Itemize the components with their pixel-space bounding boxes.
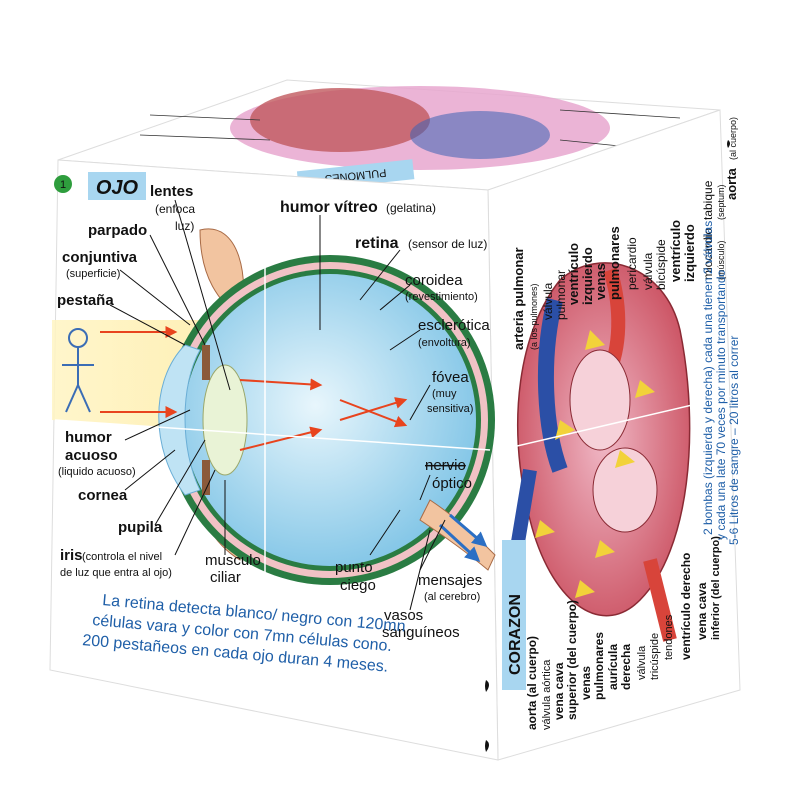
heart-label-bottom: derecha (619, 644, 633, 690)
heart-fact-line: 5-6 Litros de sangre – 20 litros al corr… (727, 336, 741, 545)
heart-label-top: (al cuerpo) (728, 117, 738, 160)
heart-label-bottom: venas (579, 666, 593, 700)
label-parpado: parpado (88, 222, 147, 239)
heart-label-top: (músculo) (716, 240, 726, 280)
heart-label-top: aorta (724, 167, 739, 200)
label-fovea-note: (muy (432, 388, 457, 400)
heart-label-bottom: pulmonares (592, 632, 606, 700)
label-esclerotica: esclerótica (418, 317, 490, 334)
label-humor-acuoso: humor (65, 429, 112, 446)
label-mensajes: mensajes (418, 572, 482, 589)
label-punto-ciego: punto (335, 559, 373, 576)
label-coroidea: coroidea (405, 272, 463, 289)
iris-shape (202, 345, 210, 380)
heart-title-box (502, 540, 526, 690)
heart-label-bottom: tendones (663, 614, 675, 660)
heart-face: arteria pulmonar (a los pulmones) válvul… (487, 109, 741, 761)
label-mensajes-note: (al cerebro) (424, 591, 480, 603)
eye-face: 1 OJO lentes (enfoca luz) parpado conjun… (49, 159, 499, 761)
label-humor-vitreo: humor vítreo (280, 199, 378, 216)
heart-label-top: pulmonares (607, 226, 622, 300)
heart-fact-line: 2 bombas (izquierda y derecha) cada una … (701, 221, 715, 535)
heart-label-top: izquierdo (682, 224, 697, 282)
heart-label-bottom: aurícula (606, 644, 620, 690)
label-iris: iris (60, 547, 83, 564)
light-rays (100, 326, 408, 451)
stick-figure (62, 328, 94, 413)
face-number: 1 (60, 179, 66, 191)
label-lentes-note: luz) (175, 219, 194, 233)
eye-title-box (88, 172, 146, 200)
cornea-shape (158, 344, 201, 496)
label-conjuntiva-note: (superficie) (66, 268, 120, 280)
label-esclerotica-note: (envoltura) (418, 337, 471, 349)
heart-label-bottom: aorta (al cuerpo) (525, 636, 539, 730)
label-vasos: vasos (384, 607, 423, 624)
lens-shape (202, 364, 248, 476)
heart-label-bottom: superior (del cuerpo) (565, 600, 579, 720)
label-humor-acuoso: acuoso (65, 447, 118, 464)
eye-title: OJO (96, 177, 139, 199)
label-conjuntiva: conjuntiva (62, 249, 138, 266)
label-lentes: lentes (150, 183, 193, 200)
label-retina: retina (355, 235, 399, 252)
heart-label-top: válvula (641, 252, 655, 290)
heart-label-bottom: vena cava (552, 662, 566, 720)
heart-illustration (508, 262, 691, 642)
heart-label-bottom: tricúspide (649, 633, 661, 680)
heart-label-top: arteria pulmonar (511, 247, 526, 350)
heart-labels-top: arteria pulmonar (a los pulmones) válvul… (511, 117, 739, 350)
heart-title: CORAZON (507, 594, 524, 675)
heart-label-bottom: inferior (del cuerpo) (710, 536, 722, 640)
label-musculo: musculo (205, 552, 261, 569)
heart-label-top: ventrículo (668, 220, 683, 282)
heart-label-top: ventrículo (566, 243, 581, 305)
label-iris-note: de luz que entra al ojo) (60, 567, 172, 579)
heart-label-top: bicúspide (654, 239, 668, 290)
label-pestana: pestaña (57, 292, 114, 309)
label-optico: óptico (432, 475, 472, 492)
label-coroidea-note: (revestimiento) (405, 291, 478, 303)
heart-labels-bottom: aorta (al cuerpo) válvula aórtica vena c… (525, 536, 722, 730)
heart-label-top: (a los pulmones) (529, 283, 539, 350)
heart-label-top: tabique (701, 180, 715, 220)
label-retina-note: (sensor de luz) (408, 237, 487, 251)
label-lentes-note: (enfoca (155, 202, 195, 216)
heart-label-top: válvula (541, 282, 555, 320)
label-pupila: pupila (118, 519, 163, 536)
label-nervio: nervio (425, 457, 466, 474)
heart-facts: 2 bombas (izquierda y derecha) cada una … (701, 221, 741, 545)
heart-label-top: izquierdo (580, 247, 595, 305)
heart-label-top: (septum) (716, 184, 726, 220)
heart-label-bottom: válvula (636, 645, 648, 680)
heart-label-top: pericardio (625, 237, 639, 290)
heart-label-bottom: vena cava (695, 582, 709, 640)
vitreous-humor (184, 274, 476, 566)
label-cornea: cornea (78, 487, 128, 504)
face-number-badge (54, 175, 72, 193)
label-iris-note: (controla el nivel (82, 551, 162, 563)
label-musculo: ciliar (210, 569, 241, 586)
label-humor-acuoso-note: (liquido acuoso) (58, 466, 136, 478)
heart-label-bottom: válvula aórtica (541, 659, 553, 730)
heart-fact-line: y cada una late 70 veces por minuto tran… (714, 270, 728, 540)
heart-label-bottom: ventrículo derecho (679, 553, 693, 660)
label-humor-vitreo-note: (gelatina) (386, 201, 436, 215)
heart-label-top: miocardio (701, 228, 715, 280)
heart-label-top: venas (593, 263, 608, 300)
label-fovea: fóvea (432, 369, 469, 386)
label-fovea-note: sensitiva) (427, 403, 473, 415)
cube-hinge-marks (485, 140, 730, 752)
label-vasos: sanguíneos (382, 624, 460, 641)
label-punto-ciego: ciego (340, 577, 376, 594)
heart-label-top: pulmonar (554, 270, 568, 320)
